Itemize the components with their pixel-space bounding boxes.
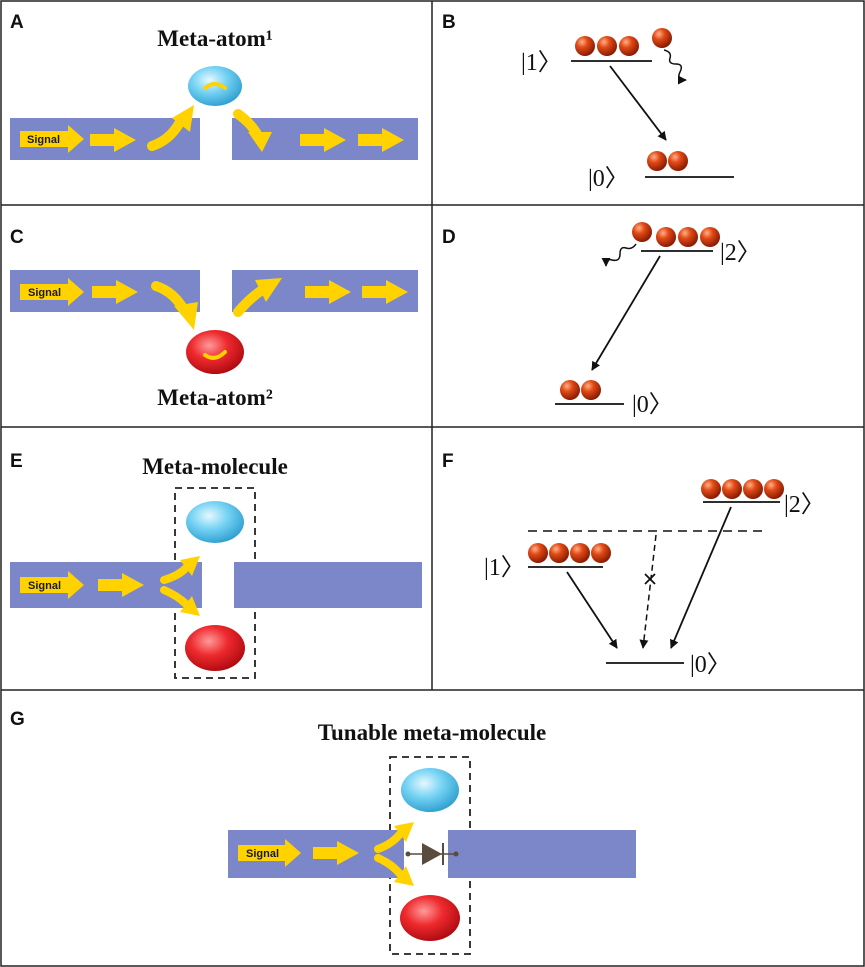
split-arrow-down-icon: [160, 586, 190, 608]
panel-c: C Signal Meta-atom²: [10, 227, 418, 410]
molecule-dashed-box: [389, 756, 471, 955]
panel-b: B |1〉 |0〉: [442, 12, 734, 192]
emitting-particle: [652, 28, 672, 48]
waveguide-right: [234, 562, 422, 608]
particle: [619, 36, 639, 56]
tunable-meta-molecule-title: Tunable meta-molecule: [318, 720, 547, 745]
transition-arrow: [591, 255, 661, 371]
particle: [581, 380, 601, 400]
curved-arrow-up-head-icon: [172, 105, 194, 132]
particle: [647, 151, 667, 171]
signal-arrow-icon: [238, 839, 301, 867]
diode-icon: [405, 843, 459, 865]
particle: [549, 543, 569, 563]
split-arrow-down-head-icon: [180, 596, 200, 616]
meta-molecule-title: Meta-molecule: [142, 454, 288, 479]
panel-e: E Meta-molecule Signal: [10, 451, 422, 679]
ket-0: |0〉: [690, 652, 731, 678]
signal-arrow-icon: [20, 571, 84, 599]
signal-label: Signal: [246, 848, 279, 860]
ket-0: |0〉: [588, 166, 629, 192]
panel-f: F |2〉 |1〉 |0〉: [442, 451, 825, 678]
ket-1: |1〉: [521, 50, 562, 76]
meta-atom-blue: [401, 768, 459, 812]
particle: [678, 227, 698, 247]
signal-arrow-icon: [20, 125, 84, 153]
particle: [656, 227, 676, 247]
particle: [597, 36, 617, 56]
meta-atom-red: [186, 330, 244, 374]
panel-label-e: E: [10, 451, 23, 472]
photon-wavy-icon: [601, 243, 637, 267]
circulating-arrow-icon: [203, 82, 227, 90]
transition-arrow-from-2: [670, 506, 732, 649]
particle: [575, 36, 595, 56]
ket-2: |2〉: [784, 492, 825, 518]
emitting-particle: [632, 222, 652, 242]
panel-g: G Tunable meta-molecule Signal: [10, 709, 636, 955]
particle: [528, 543, 548, 563]
transition-arrow-from-1: [566, 571, 618, 649]
panel-label-d: D: [442, 227, 456, 248]
particle: [700, 227, 720, 247]
curved-arrow-up-head-icon: [255, 278, 282, 302]
photon-wavy-icon: [663, 49, 687, 85]
particle: [764, 479, 784, 499]
curved-arrow-up-icon: [147, 117, 185, 151]
particle: [560, 380, 580, 400]
panel-a: A Meta-atom¹ Signal: [10, 12, 418, 160]
forbidden-transition-arrow: [639, 534, 657, 649]
split-arrow-down-icon: [374, 854, 404, 878]
curved-arrow-down-head-icon: [248, 132, 272, 152]
meta-atom-red: [400, 895, 460, 941]
signal-label: Signal: [28, 287, 61, 299]
signal-arrow-icon: [20, 278, 84, 306]
particle: [743, 479, 763, 499]
split-arrow-up-icon: [374, 830, 404, 853]
cross-icon: [644, 573, 656, 585]
signal-label: Signal: [27, 134, 60, 146]
panel-label-g: G: [10, 709, 25, 730]
ket-0: |0〉: [632, 392, 673, 418]
split-arrow-up-icon: [160, 564, 190, 584]
panel-d: D |2〉 |0〉: [442, 222, 761, 418]
panel-label-f: F: [442, 451, 454, 472]
particle: [570, 543, 590, 563]
meta-atom-red: [185, 625, 245, 671]
panel-label-a: A: [10, 12, 24, 33]
split-arrow-up-head-icon: [180, 556, 200, 576]
ket-1: |1〉: [484, 555, 525, 581]
meta-atom-1-title: Meta-atom¹: [157, 26, 272, 51]
curved-arrow-up-icon: [233, 285, 267, 317]
panel-label-c: C: [10, 227, 24, 248]
particle: [668, 151, 688, 171]
split-arrow-up-head-icon: [394, 822, 414, 842]
particle: [722, 479, 742, 499]
ket-2: |2〉: [720, 240, 761, 266]
particle: [701, 479, 721, 499]
signal-label: Signal: [28, 580, 61, 592]
transition-arrow: [609, 65, 667, 141]
particle: [591, 543, 611, 563]
panel-label-b: B: [442, 12, 456, 33]
waveguide-right: [448, 830, 636, 878]
meta-atom-blue: [186, 501, 244, 543]
circulating-arrow-icon: [203, 350, 227, 360]
split-arrow-down-head-icon: [394, 866, 414, 886]
curved-arrow-down-head-icon: [174, 302, 198, 330]
meta-atom-2-title: Meta-atom²: [157, 385, 273, 410]
